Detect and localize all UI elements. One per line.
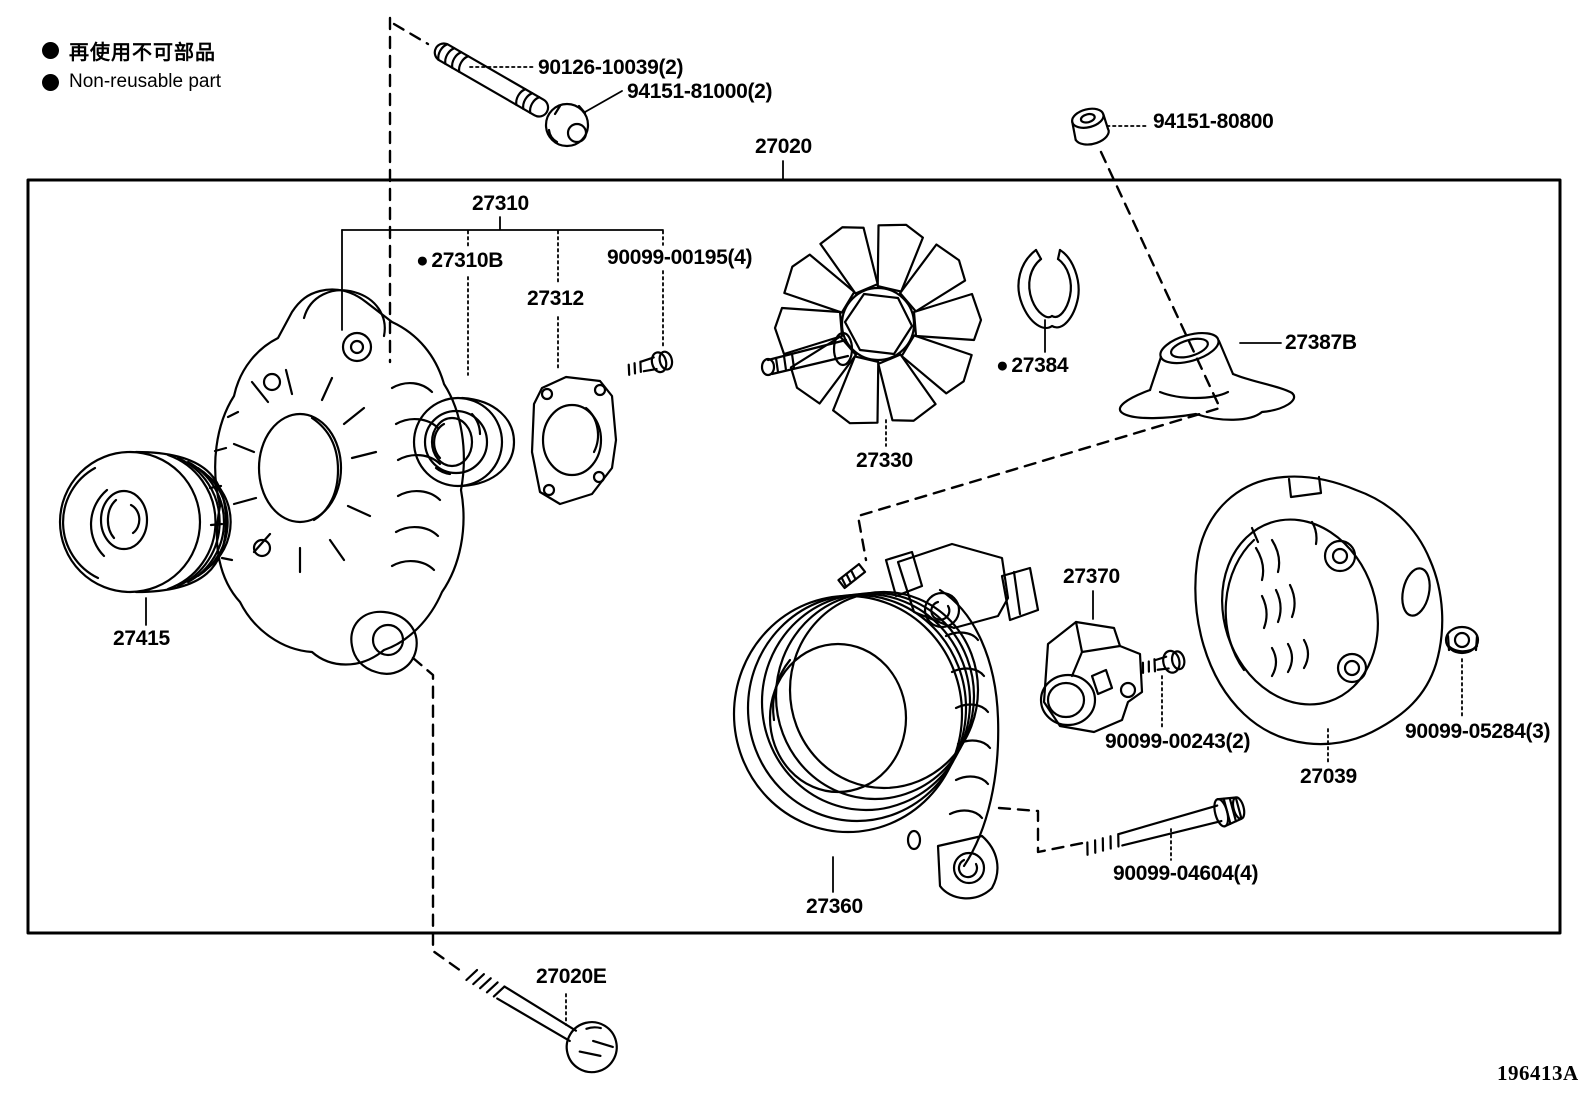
brush-holder-bolt-drawing (1141, 649, 1186, 674)
bearing-bolt-drawing (627, 350, 674, 376)
part-label-27039: 27039 (1299, 765, 1358, 788)
brush-holder-drawing (1039, 620, 1144, 734)
stud-nut-drawing (544, 102, 590, 148)
part-label-90099-00243: 90099-00243(2) (1104, 730, 1252, 753)
figure-code: 196413A (1497, 1061, 1579, 1085)
part-label-27020: 27020 (754, 135, 813, 158)
legend-text-jp: 再使用不可部品 (69, 40, 216, 64)
part-label-27310B: ●27310B (415, 249, 505, 272)
solid-leader-lines (145, 90, 1282, 893)
non-reusable-bullet-icon (42, 73, 59, 91)
assembly-dashed-lines (388, 16, 1222, 973)
part-label-94151-81000: 94151-81000(2) (626, 80, 774, 103)
part-label-27415: 27415 (112, 627, 171, 650)
bearing-drawing (412, 396, 516, 488)
rear-cover-drawing (1194, 475, 1444, 746)
rotor-drawing (760, 223, 983, 425)
part-label-27312: 27312 (526, 287, 585, 310)
diagram-frame-box (26, 178, 1562, 935)
dotted-leader-lines (467, 66, 1463, 1026)
long-bolt-drawing (465, 968, 618, 1074)
cover-nut-drawing (1444, 625, 1480, 655)
part-label-90099-05284: 90099-05284(3) (1404, 720, 1552, 743)
pulley-drawing (58, 450, 232, 594)
part-label-27384: ●27384 (995, 354, 1070, 377)
drive-end-frame-drawing (208, 288, 465, 675)
legend: 再使用不可部品 Non-reusable part (42, 36, 222, 99)
part-label-90099-00195: 90099-00195(4) (606, 246, 754, 269)
terminal-insulator-drawing (1118, 331, 1296, 421)
legend-row-jp: 再使用不可部品 (42, 36, 221, 65)
part-label-27330: 27330 (855, 449, 914, 472)
through-bolt-drawing (1086, 796, 1246, 856)
part-label-27387B: 27387B (1284, 331, 1358, 354)
legend-text-en: Non-reusable part (69, 71, 222, 92)
non-reusable-bullet-icon (42, 42, 59, 59)
part-label-27370: 27370 (1062, 565, 1121, 588)
bearing-retainer-drawing (530, 375, 618, 506)
part-label-90126-10039: 90126-10039(2) (537, 56, 685, 79)
stator-drawing (732, 542, 1040, 900)
part-label-27310: 27310 (471, 192, 530, 215)
non-reusable-bullet: ● (996, 354, 1009, 377)
part-label-94151-80800: 94151-80800 (1152, 110, 1275, 133)
part-label-27020E: 27020E (535, 965, 608, 988)
stud-bolt-drawing (433, 42, 550, 118)
part-label-27360: 27360 (805, 895, 864, 918)
part-label-90099-04604: 90099-04604(4) (1112, 862, 1260, 885)
non-reusable-bullet: ● (416, 249, 429, 272)
terminal-nut-drawing (1071, 107, 1110, 146)
legend-row-en: Non-reusable part (42, 71, 221, 93)
snap-ring-drawing (1017, 248, 1080, 330)
